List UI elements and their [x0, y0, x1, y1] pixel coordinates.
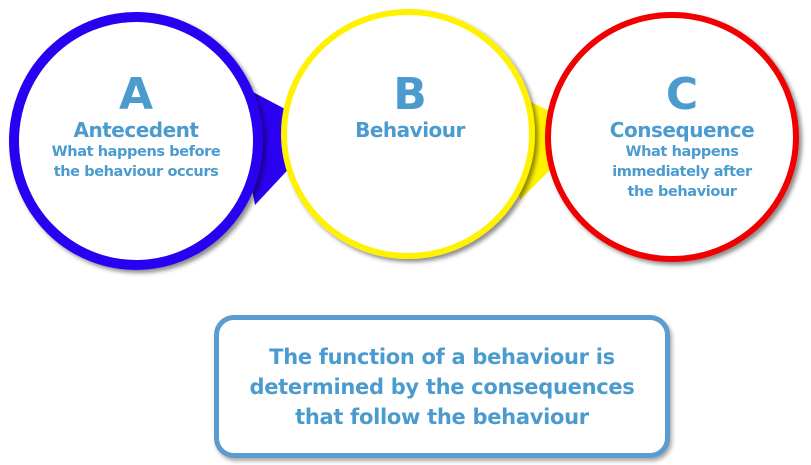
letter-b: B [393, 69, 427, 120]
behaviour-title: Behaviour [355, 118, 465, 142]
summary-text: The function of a behaviour is determine… [249, 342, 634, 432]
antecedent-title: Antecedent [73, 118, 199, 142]
antecedent-desc-1: What happens before [51, 144, 221, 160]
consequence-desc-3: the behaviour [627, 184, 737, 200]
consequence-label: C Consequence What happens immediately a… [572, 72, 792, 202]
consequence-title: Consequence [609, 118, 755, 142]
consequence-desc-1: What happens [625, 144, 739, 160]
behaviour-label: B Behaviour [310, 69, 510, 143]
consequence-desc-2: immediately after [612, 164, 752, 180]
summary-line-2: determined by the consequences [249, 374, 635, 399]
summary-box: The function of a behaviour is determine… [214, 315, 670, 458]
circle-behaviour [281, 9, 535, 259]
circle-antecedent [9, 12, 263, 270]
antecedent-label: A Antecedent What happens before the beh… [36, 72, 236, 182]
summary-line-3: that follow the behaviour [295, 404, 589, 429]
circle-consequence [545, 12, 799, 262]
letter-c: C [665, 69, 699, 120]
letter-a: A [118, 69, 154, 120]
summary-line-1: The function of a behaviour is [269, 344, 615, 369]
antecedent-desc-2: the behaviour occurs [53, 164, 219, 180]
